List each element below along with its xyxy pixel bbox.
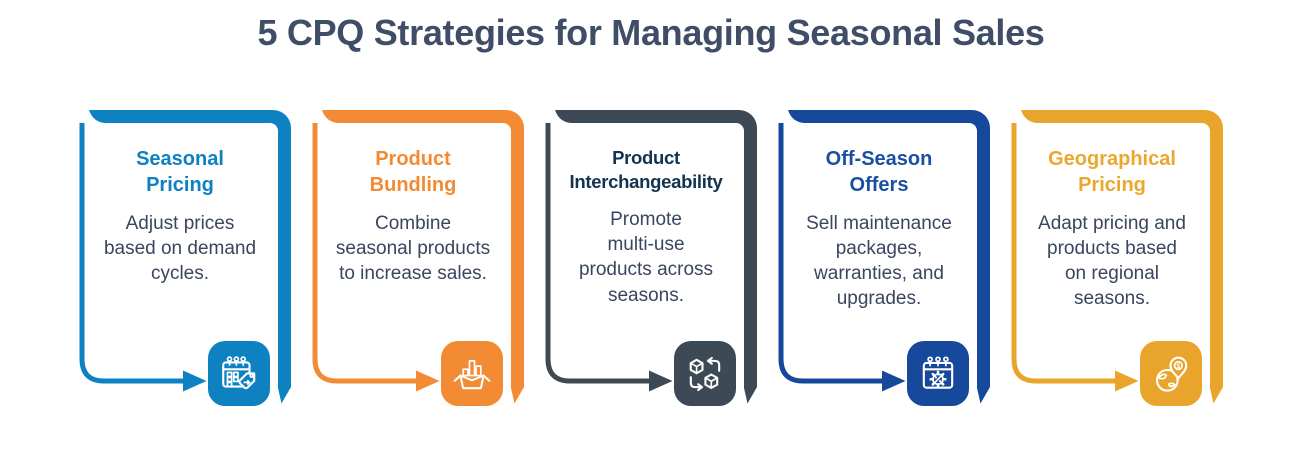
card-geographical-pricing: Geographical Pricing Adapt pricing and p… [1011, 110, 1223, 412]
card-content: Geographical Pricing Adapt pricing and p… [1021, 146, 1203, 311]
card-seasonal-pricing: Seasonal Pricing Adjust prices based on … [79, 110, 291, 412]
globe-price-pin-icon: $ [1140, 341, 1202, 407]
card-product-bundling: Product Bundling Combine seasonal produc… [312, 110, 524, 412]
card-content: Seasonal Pricing Adjust prices based on … [89, 146, 271, 286]
card-heading: Off-Season Offers [825, 148, 933, 197]
open-box-icon [441, 341, 503, 407]
card-body: Sell maintenance packages, warranties, a… [806, 213, 952, 310]
calendar-discount-icon [907, 341, 969, 407]
card-heading: Product Interchangeability [569, 147, 723, 193]
card-body: Combine seasonal products to increase sa… [335, 213, 491, 285]
dollar-symbol: $ [1177, 363, 1181, 370]
card-content: Product Bundling Combine seasonal produc… [322, 146, 504, 286]
card-heading: Geographical Pricing [1048, 148, 1176, 197]
page-title: 5 CPQ Strategies for Managing Seasonal S… [257, 12, 1045, 53]
ribbon-frame [1011, 110, 1223, 404]
card-content: Product Interchangeability Promote multi… [555, 146, 737, 307]
card-off-season-offers: Off-Season Offers Sell maintenance packa… [778, 110, 990, 412]
ribbon-frame [79, 110, 291, 404]
ribbon-frame [778, 110, 990, 404]
card-body: Adjust prices based on demand cycles. [103, 213, 257, 285]
cubes-swap-icon [674, 341, 736, 407]
ribbon-frame [312, 110, 524, 404]
card-heading: Product Bundling [369, 148, 457, 197]
cards-row: Seasonal Pricing Adjust prices based on … [0, 110, 1302, 412]
card-content: Off-Season Offers Sell maintenance packa… [788, 146, 970, 311]
card-body: Adapt pricing and products based on regi… [1038, 213, 1186, 310]
card-heading: Seasonal Pricing [136, 148, 224, 197]
calendar-price-tag-icon [208, 341, 270, 407]
card-product-interchangeability: Product Interchangeability Promote multi… [545, 110, 757, 412]
ribbon-frame [545, 110, 757, 404]
card-body: Promote multi-use products across season… [578, 209, 714, 306]
